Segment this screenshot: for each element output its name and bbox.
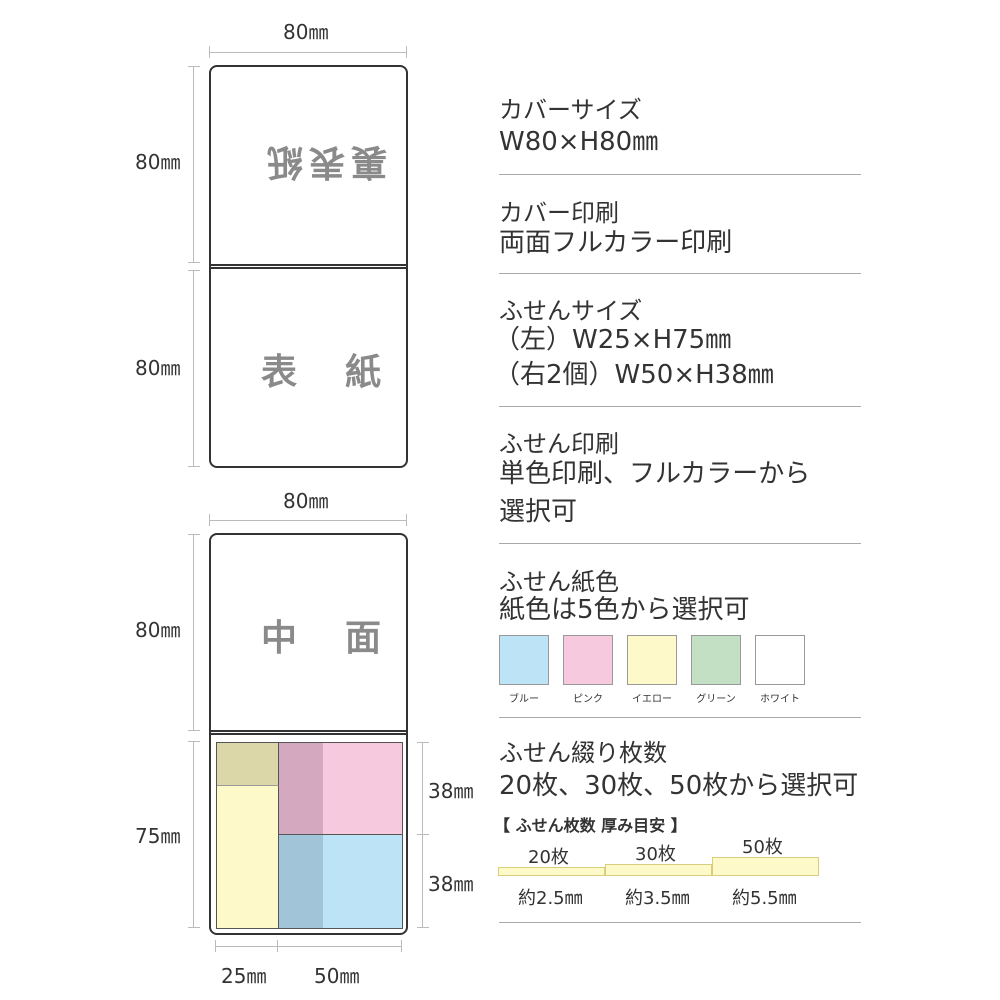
divider-5 bbox=[499, 717, 861, 718]
sticky-top-height-tick-top bbox=[417, 742, 429, 743]
thickness-bar-1 bbox=[605, 864, 712, 876]
thickness-value-label: 約2.5㎜ bbox=[518, 888, 583, 909]
swatch-label: ピンク bbox=[573, 694, 603, 705]
sticky-width-tick-right bbox=[401, 940, 402, 952]
spec-cover-print-title: カバー印刷 bbox=[499, 199, 619, 227]
inner-top-height-tick-bottom bbox=[188, 730, 200, 731]
spec-sticky-color-value: 紙色は5色から選択可 bbox=[499, 595, 750, 625]
sticky-left-top bbox=[217, 743, 279, 786]
sticky-area bbox=[216, 742, 403, 929]
inner-width-line bbox=[209, 520, 407, 521]
thickness-value-label: 約5.5㎜ bbox=[732, 888, 797, 909]
inner-width-tick-left bbox=[209, 514, 210, 526]
thickness-count-label: 50枚 bbox=[742, 837, 783, 858]
cover-width-line bbox=[209, 52, 407, 53]
divider-3 bbox=[499, 406, 861, 407]
inner-width-tick-right bbox=[406, 514, 407, 526]
inner-fold-line bbox=[211, 730, 406, 735]
cover-back-height-line bbox=[193, 66, 194, 262]
swatch-label: ブルー bbox=[509, 694, 539, 705]
divider-2 bbox=[499, 273, 861, 274]
divider-1 bbox=[499, 174, 861, 175]
thickness-guide-title: 【 ふせん枚数 厚み目安 】 bbox=[494, 816, 687, 835]
spec-sticky-size-line1: （左）W25×H75㎜ bbox=[494, 325, 732, 355]
cover-back-height-tick-bottom bbox=[188, 262, 200, 263]
swatch-3 bbox=[691, 635, 741, 685]
thickness-count-label: 30枚 bbox=[635, 844, 676, 865]
swatch-2 bbox=[627, 635, 677, 685]
cover-width-tick-left bbox=[209, 46, 210, 58]
inner-top-height-tick-top bbox=[188, 534, 200, 535]
inner-width-label: 80㎜ bbox=[283, 489, 329, 513]
spec-sticky-count-value: 20枚、30枚、50枚から選択可 bbox=[499, 771, 859, 801]
thickness-count-label: 20枚 bbox=[528, 847, 569, 868]
spec-sticky-size-line2: （右2個）W50×H38㎜ bbox=[494, 360, 774, 390]
sticky-width-tick-mid bbox=[277, 940, 278, 952]
divider-4 bbox=[499, 543, 861, 544]
swatch-label: グリーン bbox=[696, 694, 736, 705]
spec-cover-size-value: W80×H80㎜ bbox=[499, 127, 659, 157]
spec-cover-print-value: 両面フルカラー印刷 bbox=[499, 228, 733, 258]
spec-sticky-count-title: ふせん綴り枚数 bbox=[499, 739, 667, 767]
sticky-mid-tick bbox=[417, 834, 429, 835]
sticky-width-tick-left bbox=[215, 940, 216, 952]
cover-fold-line bbox=[211, 264, 406, 269]
inner-bottom-height-tick-bottom bbox=[188, 927, 200, 928]
sticky-bottom-height-tick-bottom bbox=[417, 927, 429, 928]
thickness-value-label: 約3.5㎜ bbox=[625, 888, 690, 909]
spec-sticky-size-title: ふせんサイズ bbox=[499, 297, 643, 325]
spec-sticky-print-title: ふせん印刷 bbox=[499, 430, 619, 458]
cover-card: 裏表紙 表 紙 bbox=[209, 65, 408, 468]
inner-card: 中 面 bbox=[209, 533, 408, 935]
sticky-pink bbox=[323, 743, 402, 834]
cover-width-tick-right bbox=[406, 46, 407, 58]
inner-bottom-height-line bbox=[193, 741, 194, 927]
thickness-bar-0 bbox=[498, 867, 605, 876]
cover-front-height-line bbox=[193, 270, 194, 466]
sticky-width-line bbox=[215, 946, 402, 947]
swatch-4 bbox=[755, 635, 805, 685]
swatch-label: ホワイト bbox=[760, 694, 800, 705]
sticky-top-height-line bbox=[422, 742, 423, 834]
sticky-bottom-height-line bbox=[422, 834, 423, 927]
spec-sticky-print-line2: 選択可 bbox=[499, 497, 578, 527]
inner-bottom-height-label: 75㎜ bbox=[135, 824, 181, 848]
divider-6 bbox=[499, 922, 861, 923]
spec-sticky-print-line1: 単色印刷、フルカラーから bbox=[499, 459, 811, 489]
inner-bottom-height-tick-top bbox=[188, 741, 200, 742]
sticky-left bbox=[217, 786, 279, 928]
sticky-right-width-label: 50㎜ bbox=[314, 964, 360, 988]
cover-back-height-label: 80㎜ bbox=[135, 150, 181, 174]
sticky-left-width-label: 25㎜ bbox=[221, 964, 267, 988]
back-cover-label: 裏表紙 bbox=[261, 141, 388, 182]
inner-label: 中 面 bbox=[261, 618, 388, 659]
sticky-blue-strip bbox=[279, 835, 323, 928]
thickness-bar-2 bbox=[712, 857, 819, 876]
cover-front-height-tick-bottom bbox=[188, 466, 200, 467]
cover-front-height-label: 80㎜ bbox=[135, 356, 181, 380]
cover-front-height-tick-top bbox=[188, 270, 200, 271]
spec-cover-size-title: カバーサイズ bbox=[499, 96, 642, 124]
swatch-1 bbox=[563, 635, 613, 685]
front-cover-label: 表 紙 bbox=[261, 352, 388, 393]
sticky-blue bbox=[323, 835, 402, 928]
spec-sticky-color-title: ふせん紙色 bbox=[499, 568, 619, 596]
inner-top-height-label: 80㎜ bbox=[135, 618, 181, 642]
sticky-divider bbox=[279, 834, 402, 835]
sticky-pink-strip bbox=[279, 743, 323, 834]
sticky-bottom-height-label: 38㎜ bbox=[428, 872, 474, 896]
swatch-label: イエロー bbox=[632, 694, 672, 705]
swatch-0 bbox=[499, 635, 549, 685]
inner-top-height-line bbox=[193, 534, 194, 730]
sticky-top-height-label: 38㎜ bbox=[428, 779, 474, 803]
cover-back-height-tick-top bbox=[188, 66, 200, 67]
cover-width-label: 80㎜ bbox=[283, 20, 329, 44]
